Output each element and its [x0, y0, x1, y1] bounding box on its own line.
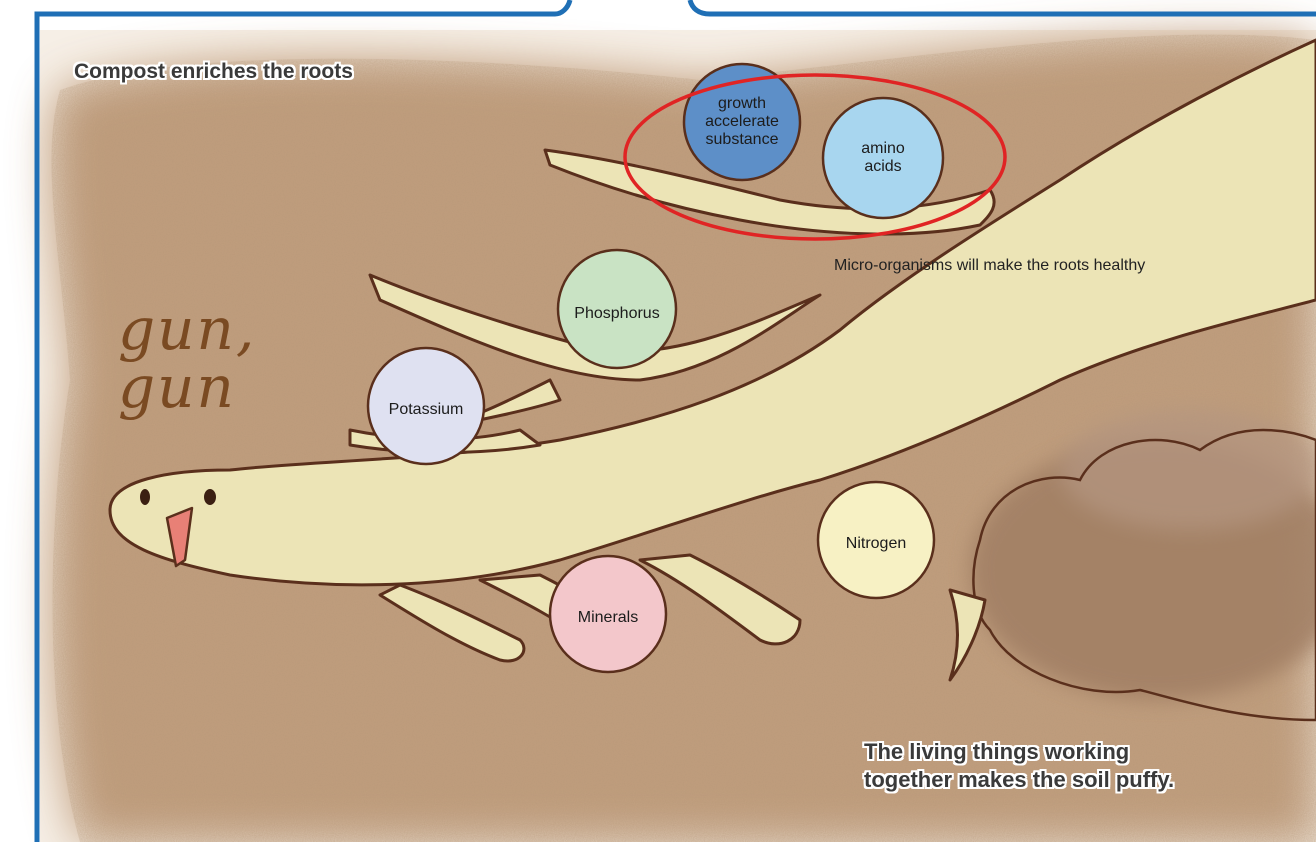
- sound-effect-text: gun, gun: [118, 300, 256, 416]
- growth-substance-label: growth accelerate substance: [705, 95, 779, 149]
- amino-label-line: acids: [861, 158, 905, 176]
- amino-acids-label: amino acids: [861, 140, 905, 176]
- sound-effect-line: gun,: [118, 300, 256, 358]
- page-title: Compost enriches the roots: [74, 60, 353, 84]
- phosphorus-label: Phosphorus: [574, 305, 659, 323]
- caption-living-things: The living things working together makes…: [864, 738, 1174, 794]
- growth-label-line: accelerate: [705, 113, 779, 131]
- nitrogen-label: Nitrogen: [846, 535, 906, 553]
- sound-effect-line: gun: [118, 358, 256, 416]
- growth-label-line: substance: [705, 131, 779, 149]
- root-eye-right: [204, 489, 216, 505]
- root-eye-left: [140, 489, 150, 505]
- potassium-label: Potassium: [389, 401, 464, 419]
- amino-label-line: amino: [861, 140, 905, 158]
- caption-living-line: The living things working: [864, 738, 1174, 766]
- minerals-label: Minerals: [578, 609, 638, 627]
- caption-micro-organisms: Micro-organisms will make the roots heal…: [834, 257, 1145, 275]
- growth-label-line: growth: [705, 95, 779, 113]
- caption-living-line: together makes the soil puffy.: [864, 766, 1174, 794]
